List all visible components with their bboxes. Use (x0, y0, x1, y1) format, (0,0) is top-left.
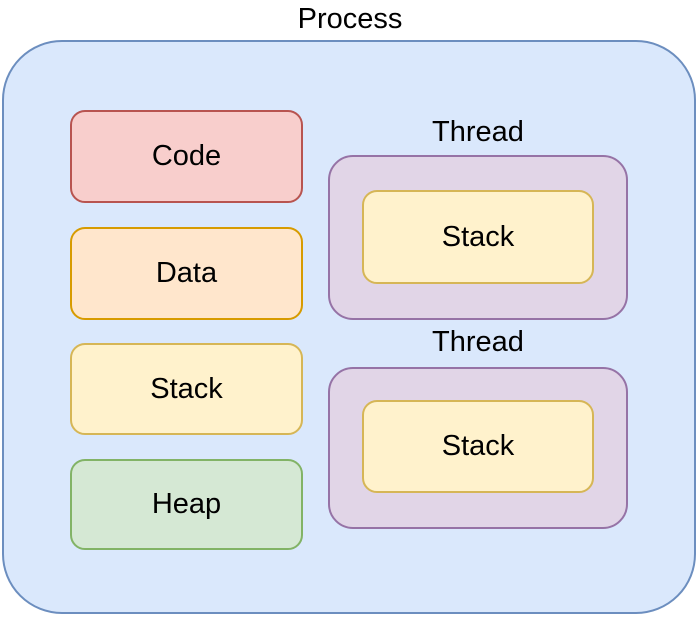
thread-2-stack-box: Stack (362, 400, 594, 493)
thread-2-title-label: Thread (432, 325, 524, 358)
thread-2-stack-label: Stack (441, 430, 515, 462)
data-segment-label: Data (155, 257, 218, 289)
thread-1-stack-label: Stack (441, 220, 515, 253)
thread-1-container: Stack (328, 155, 628, 320)
stack-segment-box: Stack (70, 343, 303, 435)
heap-segment-label: Heap (151, 488, 222, 520)
data-segment-box: Data (70, 227, 303, 320)
thread-2-title: Thread (328, 322, 628, 362)
code-segment-label: Code (151, 140, 222, 172)
stack-segment-label: Stack (150, 372, 223, 405)
process-title: Process (297, 2, 403, 35)
thread-2-container: Stack (328, 367, 628, 529)
heap-segment-box: Heap (70, 459, 303, 550)
thread-1-title-label: Thread (432, 115, 524, 148)
thread-1-title: Thread (328, 112, 628, 152)
thread-1-stack-box: Stack (362, 190, 594, 284)
code-segment-box: Code (70, 110, 303, 203)
